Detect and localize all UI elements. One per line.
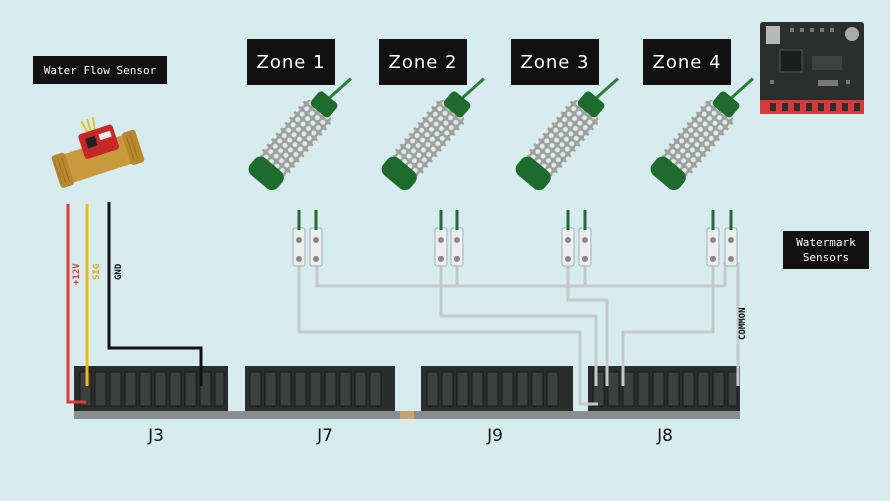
zone-4-text: Zone 4 [652,51,722,73]
connector-j8 [588,366,740,411]
controller-board [760,22,864,114]
connector-j9 [421,366,573,411]
zone-1-label: Zone 1 [247,39,335,85]
watermark-sensors-line2: Sensors [802,251,850,264]
connector-j7 [245,366,395,411]
watermark-sensor-zone-3 [515,77,619,191]
water-flow-sensor [51,117,145,188]
wire-label-12v: +12V [72,263,82,285]
connector-j9-label: J9 [487,426,503,446]
water-flow-sensor-label: Water Flow Sensor [33,56,167,84]
watermark-sensors-line1: Watermark [796,236,856,249]
zone-1-text: Zone 1 [256,51,326,73]
watermark-sensor-zone-2 [381,77,485,191]
wire-gnd [107,202,203,386]
rail-joint [400,411,414,419]
zone-3-label: Zone 3 [511,39,599,85]
connector-j7-label: J7 [317,426,333,446]
zone-2-label: Zone 2 [379,39,467,85]
zone-2-text: Zone 2 [388,51,458,73]
watermark-sensor-zone-4 [650,77,754,191]
zone-3-text: Zone 3 [520,51,590,73]
watermark-sensors-label: Watermark Sensors [783,231,869,269]
zone-4-label: Zone 4 [643,39,731,85]
terminal-blocks [292,227,738,267]
wire-12v [66,204,86,404]
watermark-sensor-zone-1 [248,77,352,191]
wire-label-sig: SIG [92,263,102,280]
green-wire-stubs [297,210,733,230]
connector-j3 [74,366,228,411]
connector-j3-label: J3 [148,426,164,446]
wire-label-common: COMMON [738,307,748,340]
connector-j8-label: J8 [657,426,673,446]
water-flow-sensor-text: Water Flow Sensor [43,63,157,77]
wire-label-gnd: GND [114,263,124,280]
